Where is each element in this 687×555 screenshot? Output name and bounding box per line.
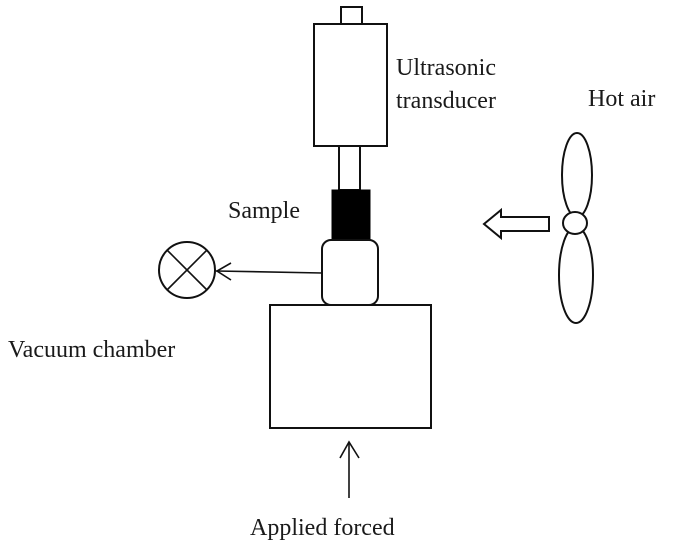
label-applied-force: Applied forced: [250, 515, 395, 541]
vacuum-chamber-body: [321, 239, 379, 306]
label-sample: Sample: [228, 198, 300, 224]
base-block: [269, 304, 432, 429]
label-transducer: transducer: [396, 88, 496, 114]
fan-icon: [558, 132, 594, 324]
sample-block: [331, 189, 371, 241]
ultrasonic-transducer: [313, 23, 388, 147]
vacuum-pump-icon: [158, 241, 216, 299]
hot-air-arrow-icon: [482, 207, 550, 241]
horn-rod: [338, 145, 361, 191]
label-hot-air: Hot air: [588, 86, 655, 112]
label-ultrasonic: Ultrasonic: [396, 55, 496, 81]
transducer-cap: [340, 6, 363, 25]
force-arrowhead-icon: [339, 440, 360, 459]
vacuum-line: [215, 270, 323, 274]
label-vacuum-chamber: Vacuum chamber: [8, 337, 175, 363]
vacuum-arrowhead: [215, 262, 232, 281]
